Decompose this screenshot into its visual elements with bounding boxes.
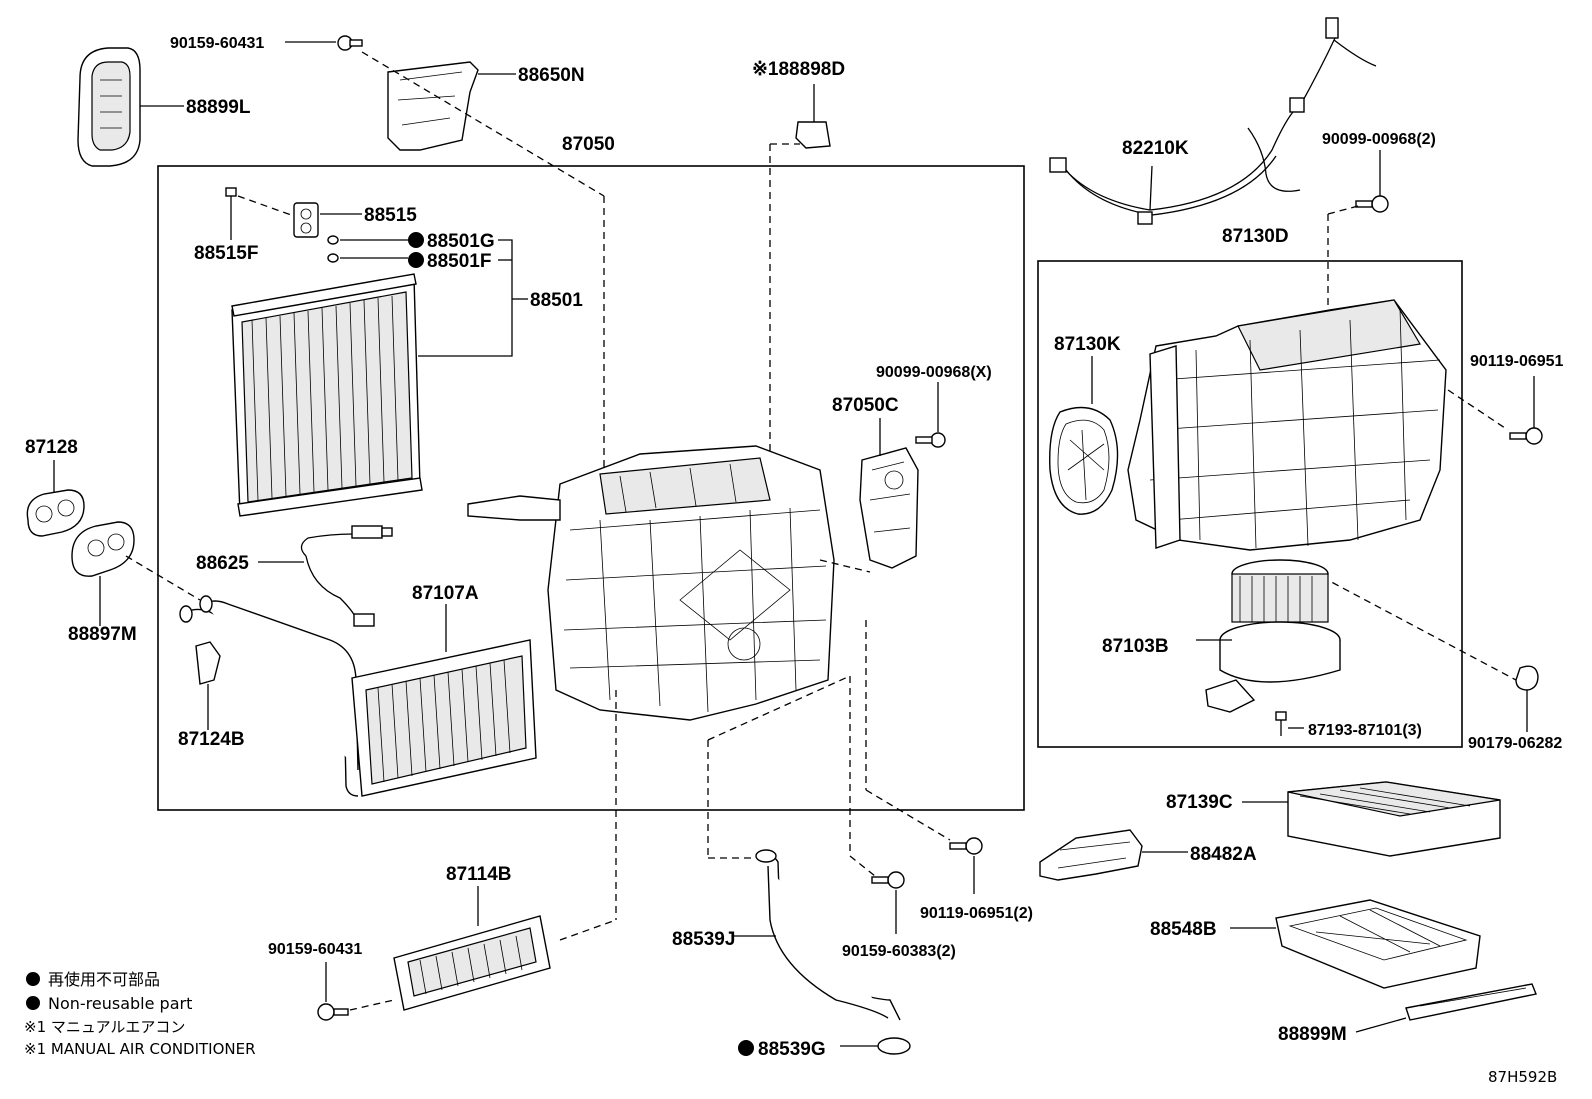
label-90159-60431-bottom: 90159-60431 — [268, 941, 362, 958]
actuator-87050C — [859, 418, 919, 569]
label-87139C: 87139C — [1166, 792, 1233, 813]
bolt-90119-06951 — [1509, 376, 1543, 445]
label-88899L: 88899L — [186, 97, 251, 118]
label-88548B: 88548B — [1150, 919, 1217, 940]
label-88539G: 88539G — [758, 1039, 826, 1060]
hvac-case-87050 — [467, 445, 835, 721]
heater-core-87107A — [351, 604, 537, 797]
label-90179-06282: 90179-06282 — [1468, 735, 1562, 752]
bolt-90119-06951-2 — [949, 837, 983, 894]
drain-hose-88539J — [732, 849, 901, 1021]
label-88899M: 88899M — [1278, 1024, 1347, 1045]
evaporator-88501 — [231, 273, 423, 517]
assembly-box-87130D — [1037, 260, 1463, 748]
label-88897M: 88897M — [68, 624, 137, 645]
label-90119-06951-2: 90119-06951(2) — [920, 905, 1033, 922]
label-88501G: 88501G — [427, 231, 495, 252]
label-87193-87101: 87193-87101(3) — [1308, 722, 1422, 739]
label-90159-60383-2: 90159-60383(2) — [842, 943, 956, 960]
heater-pipes — [179, 595, 359, 797]
label-90119-06951: 90119-06951 — [1470, 353, 1564, 370]
screw-87193-87101 — [1275, 711, 1304, 736]
bolt-88515F — [225, 187, 237, 240]
label-87130K: 87130K — [1054, 334, 1121, 355]
label-88515F: 88515F — [194, 243, 258, 264]
label-88501: 88501 — [530, 290, 583, 311]
clamp-87124B — [195, 641, 221, 730]
cover-88899L — [77, 47, 184, 167]
legend-note1-jp: ※1 マニュアルエアコン — [24, 1018, 185, 1036]
legend-non-reusable-en: Non-reusable part — [48, 994, 192, 1013]
diagram-code: 87H592B — [1488, 1068, 1557, 1086]
label-88625: 88625 — [196, 553, 249, 574]
grommet-88539G — [738, 1037, 911, 1056]
label-87130D: 87130D — [1222, 226, 1289, 247]
legend-note1-en: ※1 MANUAL AIR CONDITIONER — [24, 1040, 256, 1058]
label-90099-00968-X: 90099-00968(X) — [876, 364, 992, 381]
clip-90179-06282 — [1515, 665, 1539, 732]
assembly-box-87050 — [157, 165, 1025, 811]
bolt-90099-00968-X — [915, 382, 946, 448]
tray-88548B — [1230, 899, 1481, 989]
label-88482A: 88482A — [1190, 844, 1257, 865]
label-87103B: 87103B — [1102, 636, 1169, 657]
clip-88898D — [795, 84, 831, 149]
o-rings-88501G-88501F — [327, 232, 528, 357]
legend-non-reusable-jp: 再使用不可部品 — [48, 970, 160, 989]
bolt-90099-00968-2 — [1355, 150, 1389, 213]
label-88501F: 88501F — [427, 251, 491, 272]
fan-plate-87130K — [1049, 356, 1119, 515]
vent-87114B — [393, 886, 551, 1011]
plate-88897M — [71, 521, 135, 626]
blower-motor-87103B — [1196, 559, 1341, 713]
bracket-88482A — [1039, 829, 1188, 881]
label-88650N: 88650N — [518, 65, 585, 86]
thermistor-88625 — [258, 525, 393, 627]
label-87124B: 87124B — [178, 729, 245, 750]
label-87128: 87128 — [25, 437, 78, 458]
wire-harness-82210K — [1049, 17, 1377, 225]
label-87050: 87050 — [562, 134, 615, 155]
label-88898D: ※188898D — [752, 59, 845, 80]
label-87050C: 87050C — [832, 395, 899, 416]
filter-87139C — [1242, 781, 1501, 857]
label-88515: 88515 — [364, 205, 417, 226]
label-90099-00968-2: 90099-00968(2) — [1322, 131, 1436, 148]
valve-88515 — [293, 202, 362, 238]
bolt-90159-60431-top — [285, 35, 363, 51]
bolt-90159-60431-bottom — [317, 962, 349, 1021]
label-90159-60431-top: 90159-60431 — [170, 35, 264, 52]
label-87114B: 87114B — [446, 864, 512, 885]
bracket-88650N — [387, 61, 516, 151]
label-88539J: 88539J — [672, 929, 735, 950]
strip-88899M — [1355, 983, 1537, 1033]
label-82210K: 82210K — [1122, 138, 1189, 159]
bolt-90159-60383-2 — [871, 871, 905, 934]
grommet-87128 — [26, 460, 85, 537]
label-87107A: 87107A — [412, 583, 479, 604]
blower-case-87130D — [1127, 299, 1447, 551]
